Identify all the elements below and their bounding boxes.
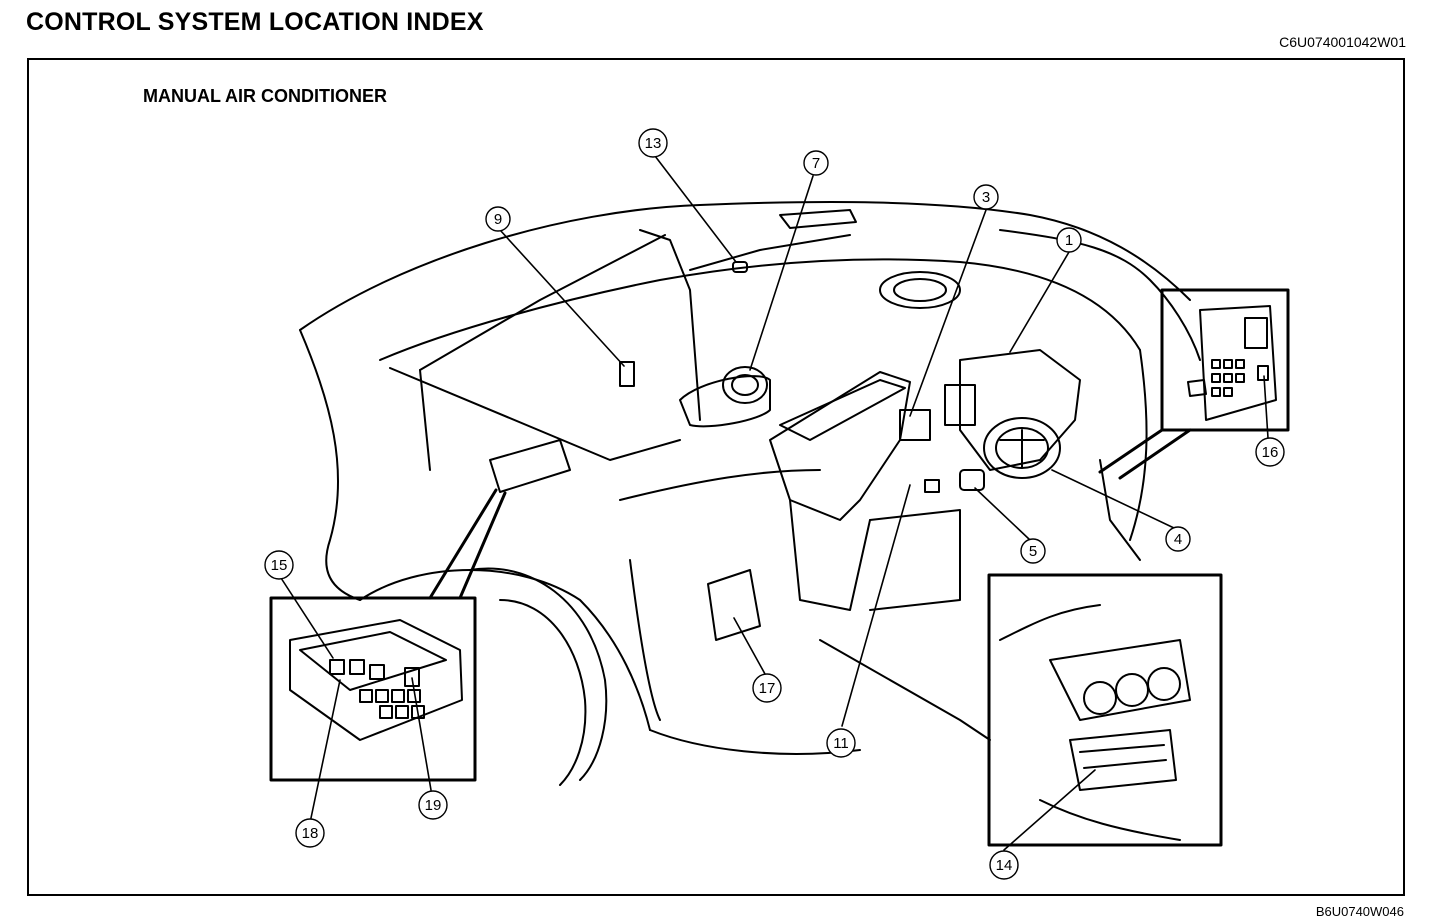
svg-text:17: 17 bbox=[759, 680, 776, 697]
section-title: MANUAL AIR CONDITIONER bbox=[143, 86, 387, 106]
figure-frame bbox=[27, 58, 1405, 896]
svg-text:3: 3 bbox=[982, 189, 990, 206]
page-title: CONTROL SYSTEM LOCATION INDEX bbox=[26, 8, 484, 36]
callouts: 1 3 4 5 7 9 11 13 bbox=[264, 128, 1285, 880]
svg-text:15: 15 bbox=[271, 557, 288, 574]
callout-11: 11 bbox=[826, 728, 856, 758]
callout-14: 14 bbox=[989, 850, 1019, 880]
svg-text:18: 18 bbox=[302, 825, 319, 842]
svg-text:9: 9 bbox=[494, 211, 502, 228]
svg-text:11: 11 bbox=[833, 735, 849, 752]
callout-1: 1 bbox=[1056, 227, 1082, 253]
callout-16: 16 bbox=[1255, 437, 1285, 467]
callout-9: 9 bbox=[485, 206, 511, 232]
svg-text:16: 16 bbox=[1262, 444, 1279, 461]
hvac-unit bbox=[489, 261, 1081, 641]
svg-text:7: 7 bbox=[812, 155, 820, 172]
inset-fuse-box bbox=[269, 488, 507, 782]
callout-15: 15 bbox=[264, 550, 294, 580]
leader-lines bbox=[280, 155, 1269, 851]
callout-18: 18 bbox=[295, 818, 325, 848]
callout-13: 13 bbox=[638, 128, 668, 158]
inset-junction-box bbox=[1098, 288, 1290, 480]
callout-7: 7 bbox=[803, 150, 829, 176]
svg-text:1: 1 bbox=[1065, 232, 1073, 249]
svg-text:4: 4 bbox=[1174, 531, 1182, 548]
vehicle-outline bbox=[299, 201, 1201, 786]
figure-code: B6U0740W046 bbox=[1315, 904, 1404, 919]
callout-4: 4 bbox=[1165, 526, 1191, 552]
svg-text:13: 13 bbox=[645, 135, 662, 152]
callout-3: 3 bbox=[973, 184, 999, 210]
callout-19: 19 bbox=[418, 790, 448, 820]
svg-text:19: 19 bbox=[425, 797, 442, 814]
inset-control-panel bbox=[987, 573, 1223, 847]
callout-5: 5 bbox=[1020, 538, 1046, 564]
callout-17: 17 bbox=[752, 673, 782, 703]
svg-text:14: 14 bbox=[996, 857, 1013, 874]
document-code: C6U074001042W01 bbox=[1279, 34, 1406, 50]
svg-text:5: 5 bbox=[1029, 543, 1037, 560]
